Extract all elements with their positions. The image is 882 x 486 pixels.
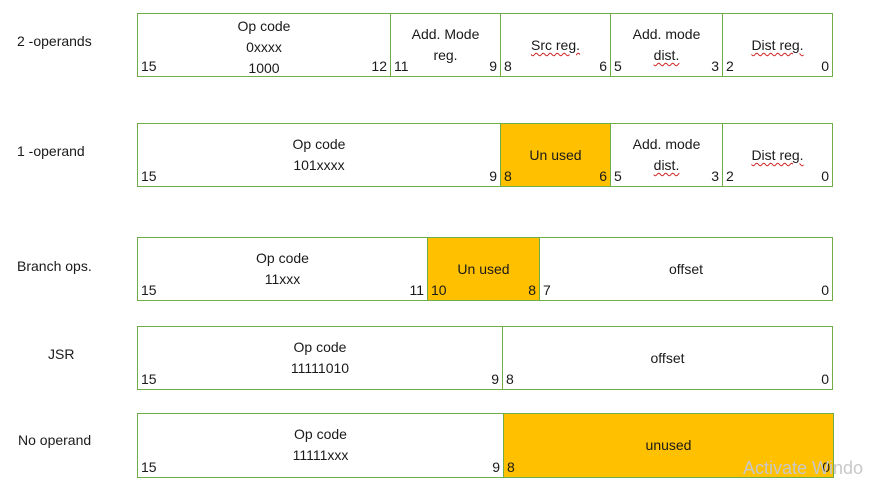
row-label-jsr: JSR: [48, 346, 75, 362]
field-title: offset: [669, 261, 703, 277]
field-opcode: Op code 11111xxx 15 9: [138, 414, 504, 477]
instruction-format-jsr: Op code 11111010 15 9 offset 8 0: [137, 326, 833, 390]
bit-end: 9: [489, 168, 497, 184]
field-opcode: Op code 11111010 15 9: [138, 327, 503, 389]
bit-end: 9: [491, 371, 499, 387]
field-title: dist.: [653, 157, 680, 173]
field-title: Dist reg.: [751, 37, 804, 53]
field-address-mode-dist: Add. mode dist. 5 3: [611, 14, 723, 76]
bit-start: 15: [141, 168, 157, 184]
instruction-format-no-operand: Op code 11111xxx 15 9 unused 8 0: [137, 413, 834, 478]
bit-start: 10: [431, 282, 447, 298]
field-opcode: Op code 0xxxx 1000 15 12: [138, 14, 391, 76]
bit-end: 12: [371, 58, 387, 74]
field-address-mode-dist: Add. mode dist. 5 3: [611, 124, 723, 186]
field-unused: unused 8 0: [504, 414, 833, 477]
bit-start: 11: [394, 58, 409, 74]
bit-end: 0: [821, 168, 829, 184]
instruction-format-1-operand: Op code 101xxxx 15 9 Un used 8 6 Add. mo…: [137, 123, 833, 187]
row-label-1-operand: 1 -operand: [17, 143, 85, 159]
field-title: offset: [650, 350, 685, 366]
instruction-format-2-operands: Op code 0xxxx 1000 15 12 Add. Mode reg. …: [137, 13, 833, 77]
bit-end: 9: [489, 58, 497, 74]
field-unused: Un used 8 6: [501, 124, 611, 186]
bit-start: 15: [141, 371, 157, 387]
field-dist-reg: Dist reg. 2 0: [723, 124, 832, 186]
bit-end: 3: [711, 168, 719, 184]
bit-start: 8: [504, 168, 512, 184]
field-unused: Un used 10 8: [428, 238, 540, 300]
field-offset: offset 8 0: [503, 327, 832, 389]
bit-start: 8: [506, 371, 514, 387]
field-opcode: Op code 101xxxx 15 9: [138, 124, 501, 186]
instruction-format-branch: Op code 11xxx 15 11 Un used 10 8 offset …: [137, 237, 833, 301]
bit-end: 11: [409, 282, 424, 298]
field-title: Op code: [294, 426, 347, 442]
bit-start: 15: [141, 58, 157, 74]
field-value: 1000: [248, 60, 280, 76]
field-title: Op code: [256, 250, 309, 266]
row-label-2-operands: 2 -operands: [17, 33, 92, 49]
field-src-reg: Src reg. 8 6: [501, 14, 611, 76]
field-value: 11xxx: [264, 271, 301, 287]
field-value: 11111xxx: [292, 447, 349, 463]
bit-end: 8: [528, 282, 536, 298]
bit-start: 2: [726, 168, 734, 184]
field-title: Add. Mode: [411, 26, 480, 42]
row-label-branch-ops: Branch ops.: [17, 258, 92, 274]
bit-end: 0: [821, 371, 829, 387]
field-value: 11111010: [290, 360, 350, 376]
field-title: Un used: [457, 261, 510, 277]
bit-start: 5: [614, 58, 622, 74]
field-title: Src reg.: [530, 37, 580, 53]
bit-end: 0: [822, 459, 830, 475]
field-address-mode-reg: Add. Mode reg. 11 9: [391, 14, 501, 76]
bit-end: 6: [599, 168, 607, 184]
field-title: Add. mode: [632, 26, 701, 42]
row-label-no-operand: No operand: [18, 432, 92, 448]
field-opcode: Op code 11xxx 15 11: [138, 238, 428, 300]
bit-end: 9: [492, 459, 500, 475]
field-title: Un used: [529, 147, 582, 163]
field-value: 0xxxx: [246, 39, 282, 55]
bit-end: 0: [821, 58, 829, 74]
bit-start: 8: [504, 58, 512, 74]
field-title: Op code: [237, 18, 291, 34]
bit-start: 2: [726, 58, 734, 74]
field-value: 101xxxx: [293, 157, 345, 173]
bit-start: 15: [141, 459, 157, 475]
bit-end: 6: [599, 58, 607, 74]
field-title: Add. mode: [632, 136, 701, 152]
field-title: Op code: [293, 339, 347, 355]
field-title: unused: [645, 437, 692, 453]
bit-start: 8: [507, 459, 515, 475]
field-title: reg.: [433, 47, 458, 63]
bit-start: 5: [614, 168, 622, 184]
bit-start: 15: [141, 282, 157, 298]
bit-start: 7: [543, 282, 551, 298]
field-title: dist.: [653, 47, 680, 63]
field-offset: offset 7 0: [540, 238, 832, 300]
field-title: Op code: [292, 136, 346, 152]
field-dist-reg: Dist reg. 2 0: [723, 14, 832, 76]
field-title: Dist reg.: [751, 147, 804, 163]
activation-watermark: Activate Windo: [743, 458, 864, 478]
bit-end: 3: [711, 58, 719, 74]
bit-end: 0: [821, 282, 829, 298]
